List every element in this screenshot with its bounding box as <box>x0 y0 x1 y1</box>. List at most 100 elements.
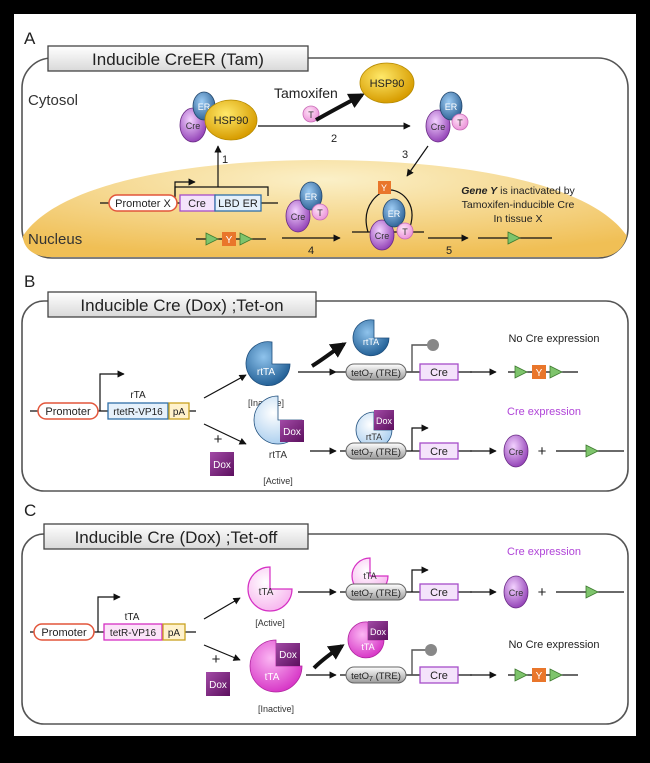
cre-protein-label: Cre <box>509 588 524 598</box>
active-label: [Active] <box>255 618 285 628</box>
bound-dox <box>374 410 394 430</box>
tetr-vp16-label: tetR-VP16 <box>110 628 157 639</box>
cre-gene-label: Cre <box>430 587 448 599</box>
blocked-circle-icon <box>427 339 439 351</box>
step3-arrow <box>406 145 429 177</box>
cre-label: Cre <box>431 122 446 132</box>
tta-unbound <box>347 621 385 659</box>
rtta-unbound <box>352 319 390 357</box>
cre-gene-label: Cre <box>430 446 448 458</box>
blocked-promoter <box>411 649 426 675</box>
hsp90-label: HSP90 <box>214 115 249 127</box>
cre-label: Cre <box>186 121 201 131</box>
panel-a-title-box <box>47 45 309 72</box>
to-active-arrow <box>203 423 247 445</box>
panel-b: B Inducible Cre (Dox) ;Tet-on rTA Promot… <box>21 272 629 492</box>
gene-y-label: Y <box>226 235 233 246</box>
no-cre-expression-label: No Cre expression <box>508 333 599 345</box>
tre-label: tetO7 (TRE) <box>351 447 401 459</box>
rta-gene-label: rTA <box>130 390 146 401</box>
panel-a: A Inducible CreER (Tam) Cytosol Nucleus … <box>21 29 629 259</box>
promoter-label: Promoter <box>41 627 87 639</box>
step1-label: 1 <box>222 154 228 166</box>
note-line1: Gene Y is inactivated by <box>461 185 575 197</box>
lbd-er-label: LBD ER <box>218 198 258 210</box>
dox-molecule <box>206 672 230 696</box>
to-inactive-arrow <box>203 644 241 661</box>
tre-text: tetO <box>351 671 369 682</box>
loxp-site <box>205 232 219 246</box>
rtta-unbound-arrow <box>310 342 347 368</box>
nucleus-label: Nucleus <box>28 231 82 248</box>
note-line1-rest: is inactivated by <box>497 185 575 197</box>
t-label: T <box>402 227 408 237</box>
promoter-label: Promoter <box>45 406 91 418</box>
cre-gene-box <box>419 442 459 460</box>
note-line3: In tissue X <box>493 213 542 225</box>
plus-sign: + <box>212 651 221 668</box>
panel-b-outline <box>21 300 629 492</box>
cre-gene-label: Cre <box>430 670 448 682</box>
pa-box <box>162 623 186 641</box>
promoter-x-box <box>108 194 178 212</box>
hsp90-release-arrow <box>315 93 365 122</box>
dox-label: Dox <box>209 680 227 691</box>
plus-sign: + <box>214 431 223 448</box>
bound-dox-label: Dox <box>370 627 387 637</box>
creer-hsp90-complex: Cre ER HSP90 <box>179 91 258 143</box>
active-promoter-arrow <box>411 424 429 451</box>
active-label: [Active] <box>263 476 293 486</box>
panel-c-outline <box>21 533 629 725</box>
cre-protein-label: Cre <box>509 447 524 457</box>
tre-rest: (TRE) <box>373 671 401 682</box>
pa-label: pA <box>168 628 181 639</box>
bound-dox-label: Dox <box>376 416 393 426</box>
tre-rest: (TRE) <box>373 368 401 379</box>
blocked-promoter <box>411 344 428 372</box>
lbd-er-box <box>214 194 262 212</box>
released-hsp90 <box>359 62 415 104</box>
bound-dox <box>368 621 388 640</box>
tre-box <box>345 666 407 684</box>
released-hsp90-label: HSP90 <box>370 78 405 90</box>
to-active-arrow <box>203 597 241 620</box>
rtetr-vp16-label: rtetR-VP16 <box>113 407 163 418</box>
cre-label: Cre <box>375 231 390 241</box>
no-cre-expression-label: No Cre expression <box>508 639 599 651</box>
tta-gene-label: tTA <box>125 612 140 623</box>
tre-text: tetO <box>351 368 369 379</box>
bound-dox-label: Dox <box>279 650 297 661</box>
loxp-site <box>549 365 563 379</box>
promoter-x-label: Promoter X <box>115 198 171 210</box>
cre-gene-box <box>419 583 459 601</box>
panel-c: C Inducible Cre (Dox) ;Tet-off tTA Promo… <box>21 501 629 725</box>
step3-label: 3 <box>402 149 408 161</box>
tre-label: tetO7 (TRE) <box>351 368 401 380</box>
gene-y-box <box>222 232 236 246</box>
cre-gene-label: Cre <box>188 198 206 210</box>
dox-molecule <box>210 452 234 476</box>
bound-dox <box>276 643 300 666</box>
gene-y-italic: Gene Y <box>461 185 498 197</box>
panel-c-letter: C <box>24 501 36 520</box>
note-line2: Tamoxifen-inducible Cre <box>462 199 575 211</box>
promoter-arrow <box>174 178 196 203</box>
tamoxifen-molecule <box>302 105 320 123</box>
promoter-box <box>33 623 95 641</box>
cre-label: Cre <box>291 212 306 222</box>
tta-unbound-label: tTA <box>361 642 374 652</box>
cytosol-label: Cytosol <box>28 92 78 109</box>
step5-label: 5 <box>446 245 452 257</box>
tre-subscript: 7 <box>369 373 373 380</box>
rtta-bound-label: rtTA <box>366 432 382 442</box>
rtetr-vp16-box <box>107 402 169 420</box>
tre-subscript: 7 <box>369 452 373 459</box>
pa-box <box>168 402 190 420</box>
er-label: ER <box>388 209 401 219</box>
cre-gene-box <box>419 363 459 381</box>
promoter-arrow <box>97 593 121 632</box>
step2-label: 2 <box>331 133 337 145</box>
step4-label: 4 <box>308 245 314 257</box>
tta-inactive-label: tTA <box>265 672 280 683</box>
